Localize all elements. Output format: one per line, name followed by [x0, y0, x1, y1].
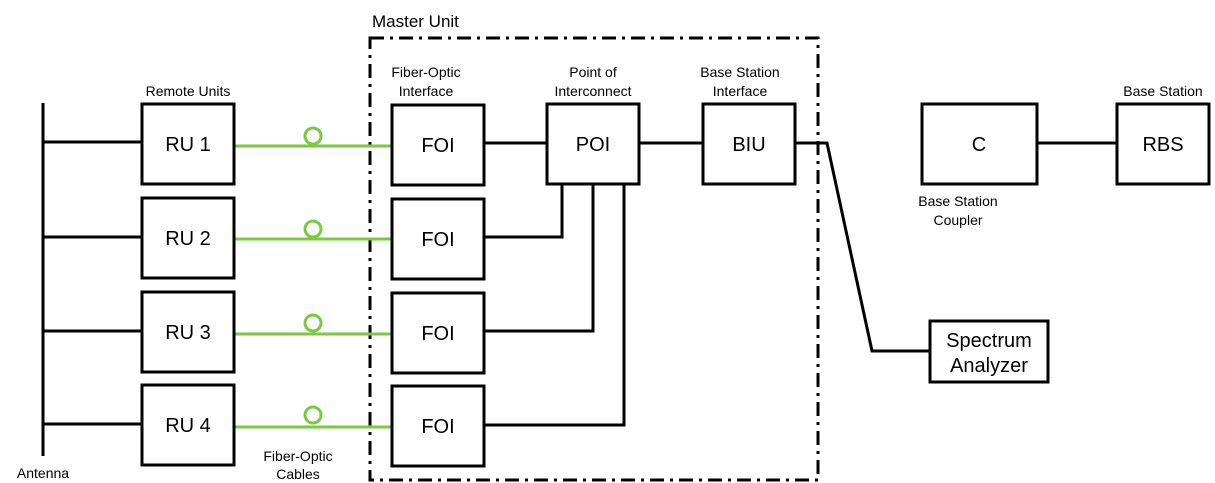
ru-3-label: RU 3	[165, 322, 211, 344]
ru-1-box[interactable]	[140, 102, 236, 186]
base-station-header: Base Station	[1123, 83, 1202, 99]
biu-spectrum-line	[795, 141, 930, 353]
rbs-label: RBS	[1142, 134, 1183, 156]
ru-2-label: RU 2	[165, 228, 211, 250]
foi-1-label: FOI	[421, 135, 454, 157]
rbs-box[interactable]	[1115, 102, 1211, 186]
poi-box[interactable]	[545, 102, 641, 186]
biu-header-line1: Base Station	[700, 64, 779, 80]
master-unit-boundary	[368, 36, 820, 482]
coupler-label: C	[972, 134, 986, 156]
spectrum-analyzer-line2: Analyzer	[950, 355, 1028, 377]
coupler-box[interactable]	[920, 102, 1039, 186]
foi-4-label: FOI	[421, 416, 454, 438]
foi-4-box[interactable]	[390, 384, 486, 468]
fiber-optic-cables	[234, 126, 392, 429]
ru-3-box[interactable]	[140, 290, 236, 374]
biu-label: BIU	[732, 134, 765, 156]
spectrum-analyzer-box[interactable]	[928, 319, 1050, 384]
spectrum-analyzer-line1: Spectrum	[946, 330, 1032, 352]
foi-header-line1: Fiber-Optic	[391, 64, 460, 80]
ru-4-label: RU 4	[165, 415, 211, 437]
poi-header-line2: Interconnect	[554, 83, 631, 99]
antenna-feed-lines	[43, 140, 142, 426]
foi-2-box[interactable]	[390, 197, 486, 281]
foi-poi-connections	[484, 141, 626, 427]
remote-units-header: Remote Units	[146, 83, 231, 99]
master-unit-label: Master Unit	[372, 12, 459, 31]
foi-2-label: FOI	[421, 229, 454, 251]
foi-1-box[interactable]	[390, 103, 486, 187]
ru-4-box[interactable]	[140, 383, 236, 467]
poi-label: POI	[576, 134, 610, 156]
ru-2-box[interactable]	[140, 196, 236, 280]
fiber-cables-caption-line2: Cables	[276, 466, 320, 482]
ru-1-label: RU 1	[165, 134, 211, 156]
foi-group: FOI FOI FOI FOI	[390, 103, 486, 468]
fiber-cables-caption-line1: Fiber-Optic	[263, 448, 332, 464]
biu-box[interactable]	[701, 102, 797, 186]
antenna-caption: Antenna	[17, 465, 69, 481]
poi-header-line1: Point of	[569, 64, 617, 80]
coupler-caption-line2: Coupler	[933, 212, 982, 228]
remote-units-group: RU 1 RU 2 RU 3 RU 4	[140, 102, 236, 467]
biu-header-line2: Interface	[713, 83, 768, 99]
foi-header-line2: Interface	[399, 83, 454, 99]
foi-3-box[interactable]	[390, 291, 486, 375]
coupler-caption-line1: Base Station	[918, 193, 997, 209]
foi-3-label: FOI	[421, 323, 454, 345]
